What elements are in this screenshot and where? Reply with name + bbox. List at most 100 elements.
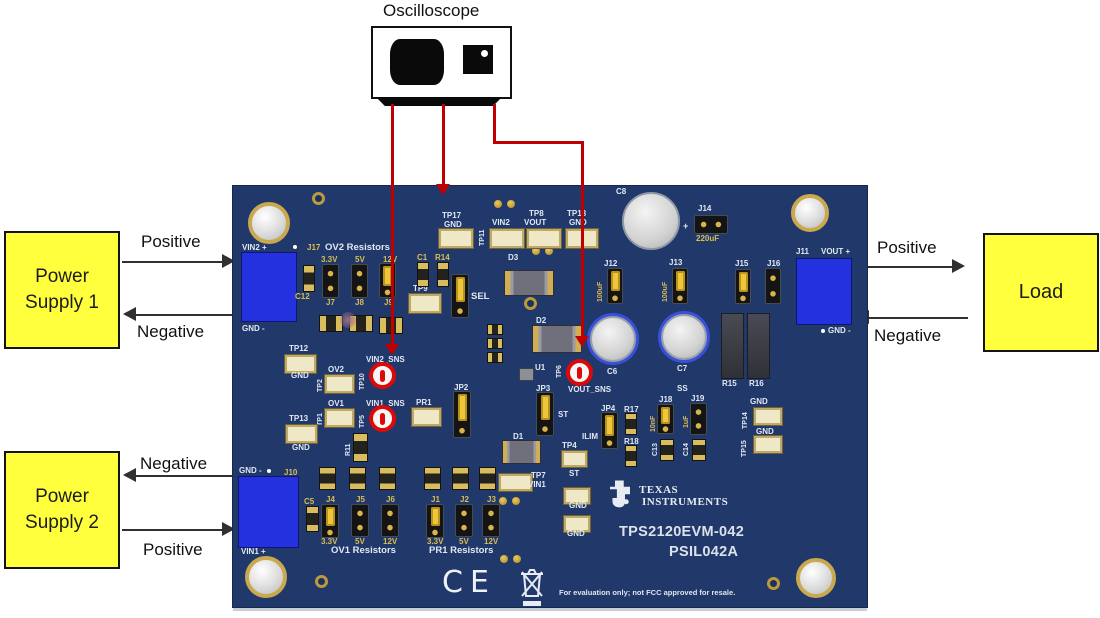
smd-component [452,467,469,490]
jp4-refdes: JP4 [601,404,616,413]
ov2-5v-label: 5V [355,255,365,264]
jumper-j7 [322,264,339,298]
capacitor-c7 [661,314,707,360]
via-hole [524,297,537,310]
st-label: ST [558,410,569,419]
ss-label: SS [677,384,688,393]
load-positive-arrowhead-icon [952,259,965,273]
j16-refdes: J16 [767,259,781,268]
plated-hole [545,247,553,255]
jumper-jp4 [601,412,618,449]
jumper-sel [451,274,469,318]
j13-refdes: J13 [669,258,683,267]
smd-component [487,352,503,363]
j14-value: 220uF [696,234,720,243]
smd-component [349,467,366,490]
j19-refdes: J19 [691,394,705,403]
c5-refdes: C5 [304,497,315,506]
silk-dot [267,469,271,473]
test-point-pad-tp2 [325,375,354,393]
tp6-name: TP6 [556,365,563,378]
ti-name-line2: INSTRUMENTS [642,496,729,508]
probe-arrowhead-gnd-icon [436,184,450,195]
j3-refdes: J3 [487,495,496,504]
mounting-hole [796,558,836,598]
tp13-name: TP13 [289,414,309,423]
jumper-j6 [381,504,399,537]
ps1-positive-label: Positive [141,232,201,251]
gnd-label: GND [567,529,585,538]
jumper-j15 [735,269,751,304]
vout-sns-label: VOUT_SNS [568,385,612,394]
diode-d2 [532,325,582,353]
power-supply-2-box: Power Supply 2 [4,451,120,569]
c1-refdes: C1 [417,253,428,262]
jumper-j1 [426,504,444,538]
test-point-pad-gnd [564,516,590,532]
ov1-3v3-label: 3.3V [321,537,338,546]
jp3-refdes: JP3 [536,384,551,393]
d3-refdes: D3 [508,253,519,262]
ce-mark: CE [442,565,496,600]
silk-dot [821,329,825,333]
c13-refdes: C13 [652,443,659,456]
test-point-pad-gnd [564,488,590,504]
ps1-negative-arrow [136,314,238,316]
test-point-pad-tp14 [754,408,782,425]
jumper-j12 [607,268,623,304]
test-point-pad-tp17 [439,229,473,248]
j7-refdes: J7 [326,298,335,307]
capacitor-c13 [660,439,674,461]
jumper-j16 [765,268,781,304]
plated-hole [507,200,515,208]
terminal-block-j10 [238,476,299,548]
jumper-j19 [690,403,707,435]
plated-hole [500,555,508,563]
ps2-negative-arrow [136,475,238,477]
board-rev-label: PSIL042A [669,544,739,560]
tp17-name: TP17 [442,211,462,220]
load-box: Load [983,233,1099,352]
j13-value: 100uF [662,281,669,302]
test-point-pad-tp7 [499,474,532,491]
test-point-pad-tp11 [490,229,524,248]
tp14-name: TP14 [742,412,749,429]
power-supply-1-box: Power Supply 1 [4,231,120,349]
load-negative-arrow [869,317,968,319]
tp15-net: GND [756,427,774,436]
resistor-r17 [625,413,637,435]
via-hole [767,577,780,590]
capacitor-c14 [692,439,706,461]
ov2-section-title: OV2 Resistors [325,242,390,253]
ps2-negative-label: Negative [140,454,208,473]
tp7-name: TP7 [531,471,546,480]
silk-dot [293,245,297,249]
sense-point-vout-sns [566,359,593,386]
tp11-name: TP11 [479,229,486,246]
oscilloscope-knob-icon [481,50,488,57]
j10-refdes: J10 [284,468,298,477]
jumper-j4 [321,504,339,538]
tp14-net: GND [750,397,768,406]
load-negative-label: Negative [874,326,942,345]
ov1-12v-label: 12V [383,537,398,546]
capacitor-c5 [306,506,319,532]
j2-refdes: J2 [460,495,469,504]
probe-wire-gnd [442,104,445,185]
plated-hole [494,200,502,208]
ps1-negative-arrowhead-icon [123,307,136,321]
jumper-j2 [455,504,473,537]
ps1-positive-arrowhead-icon [222,254,235,268]
j18-value: 10nF [650,415,657,432]
j6-refdes: J6 [386,495,395,504]
ti-logo-icon [610,480,630,508]
resistor-r14 [437,262,449,287]
j15-refdes: J15 [735,259,749,268]
via-hole [315,575,328,588]
j5-refdes: J5 [356,495,365,504]
test-point-pad-tp8 [527,229,561,248]
mounting-hole [245,556,287,598]
pcb-board: VIN2 + J17 GND - OV2 Resistors 3.3V 5V 1… [232,185,868,608]
oscilloscope-icon [371,26,512,99]
ov2-3v3-label: 3.3V [321,255,338,264]
